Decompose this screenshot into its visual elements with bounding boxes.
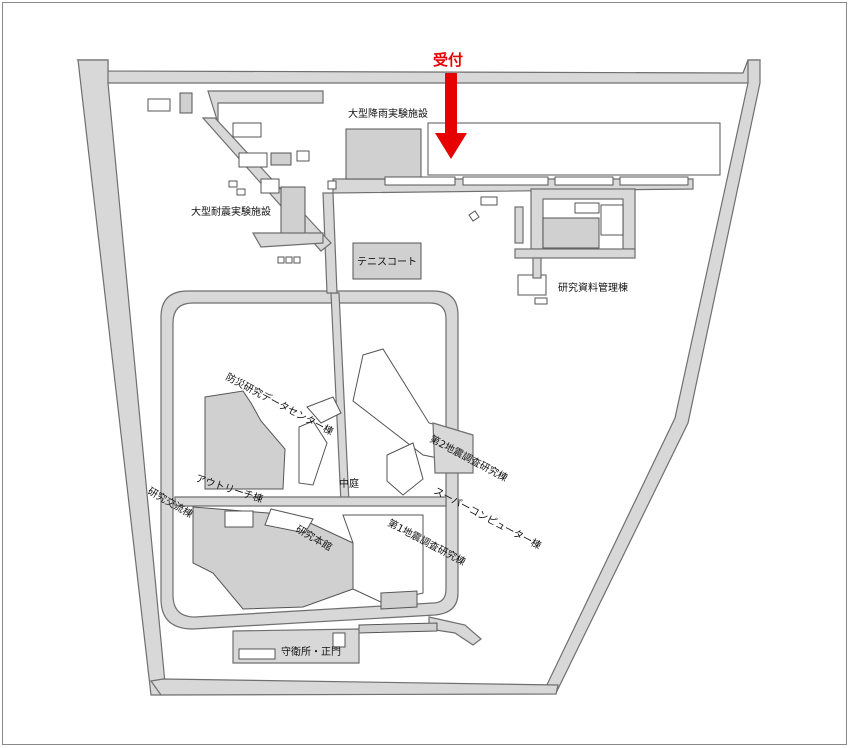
down-arrow-shaft [445,73,457,135]
label-rain-facility: 大型降雨実験施設 [348,107,428,120]
label-seismic-facility: 大型耐震実験施設 [191,205,271,218]
rain-facility [327,122,721,194]
seismic-cluster [147,90,332,264]
campus-map: 受付 大型降雨実験施設 大型耐震実験施設 テニスコート 研究資料管理棟 防災研究… [76,51,761,696]
rain-facility-hall [427,122,721,176]
down-arrow-icon [435,133,467,159]
ring-buildings [192,348,482,664]
west-road [77,59,166,696]
reception-label: 受付 [433,51,463,69]
label-research-archive: 研究資料管理棟 [558,281,628,294]
north-road [76,59,761,84]
main-building [192,506,354,610]
seismic-building [280,186,306,236]
data-center-building [204,390,286,490]
east-compound [468,188,636,305]
gate-building [238,648,276,660]
tennis-court [352,242,422,280]
label-courtyard: 中庭 [339,477,359,490]
perimeter-roads [76,59,761,696]
south-road [149,678,559,696]
archive-building [517,274,547,296]
label-gate: 守衛所・正門 [281,645,341,658]
rain-facility-main [345,128,422,180]
reception-marker: 受付 [433,51,467,159]
label-tennis-court: テニスコート [357,257,417,268]
